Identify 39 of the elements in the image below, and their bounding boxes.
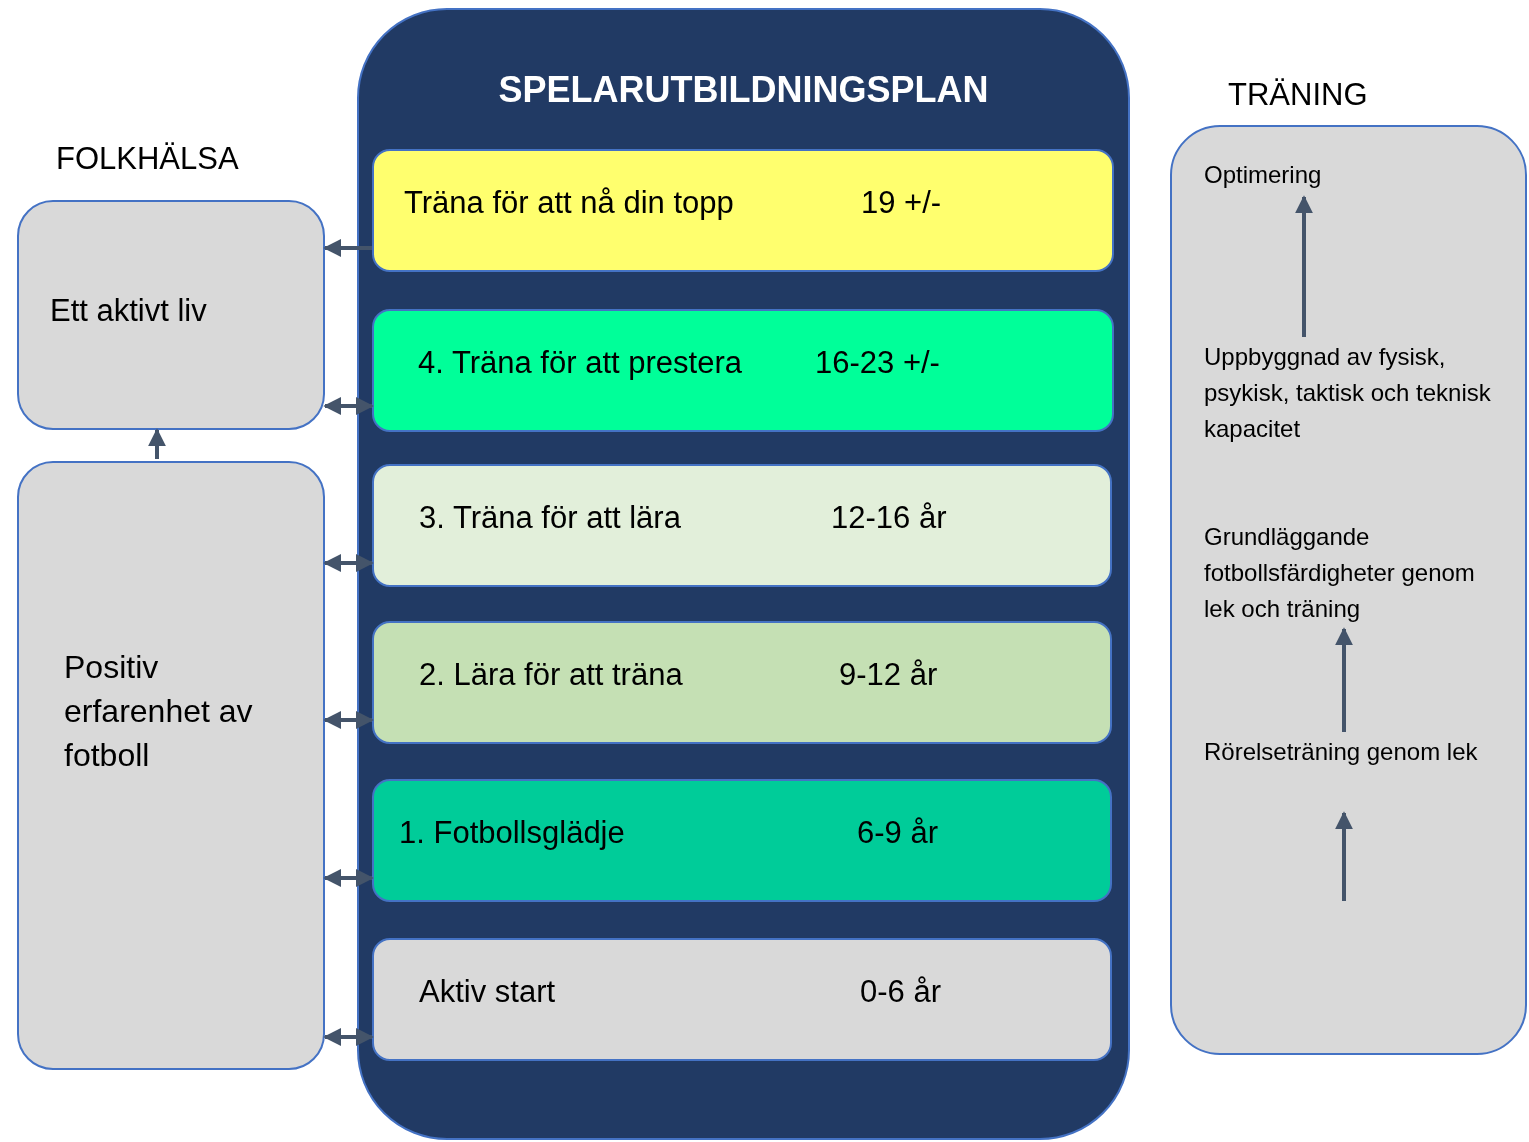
arrow [323, 397, 374, 415]
stage-name: Aktiv start [419, 976, 557, 1007]
arrow [323, 711, 374, 729]
arrow [323, 869, 374, 887]
panel-title: SPELARUTBILDNINGSPLAN [497, 72, 990, 108]
arrow [1335, 627, 1353, 732]
plan-panel [357, 8, 1130, 1140]
box-heading: TRÄNING [1228, 76, 1368, 114]
arrow [323, 554, 374, 572]
age-range: 16-23 +/- [815, 347, 940, 378]
step-text: Rörelseträning genom lek [1204, 734, 1504, 809]
age-range: 0-6 år [860, 976, 941, 1007]
stage-name: 2. Lära för att träna [419, 659, 684, 690]
stage-bar [372, 938, 1112, 1061]
stage-name: 4. Träna för att prestera [418, 347, 743, 378]
step-text: Uppbyggnad av fysisk, psykisk, taktisk och teknisk kapacitet [1204, 339, 1504, 449]
stage-bar [372, 309, 1114, 432]
box-text: Positiv erfarenhet av fotboll [64, 648, 254, 775]
arrow [1335, 811, 1353, 901]
step-text: Optimering [1204, 157, 1404, 197]
stage-name: Träna för att nå din topp [404, 187, 735, 218]
arrow [1295, 195, 1313, 337]
arrow [323, 239, 372, 257]
stage-bar [372, 779, 1112, 902]
box-heading: FOLKHÄLSA [56, 140, 239, 178]
age-range: 9-12 år [839, 659, 938, 690]
stage-name: 1. Fotbollsglädje [399, 817, 626, 848]
stage-bar [372, 621, 1112, 744]
step-text: Grundläggande fotbollsfärdigheter genom lek och träning [1204, 519, 1504, 629]
arrow [148, 428, 166, 459]
age-range: 12-16 år [831, 502, 947, 533]
age-range: 19 +/- [861, 187, 942, 218]
stage-bar [372, 464, 1112, 587]
info-box [17, 461, 325, 1070]
arrow [323, 1028, 374, 1046]
age-range: 6-9 år [857, 817, 938, 848]
stage-name: 3. Träna för att lära [419, 502, 682, 533]
box-text: Ett aktivt liv [50, 292, 207, 330]
stage-bar [372, 149, 1114, 272]
